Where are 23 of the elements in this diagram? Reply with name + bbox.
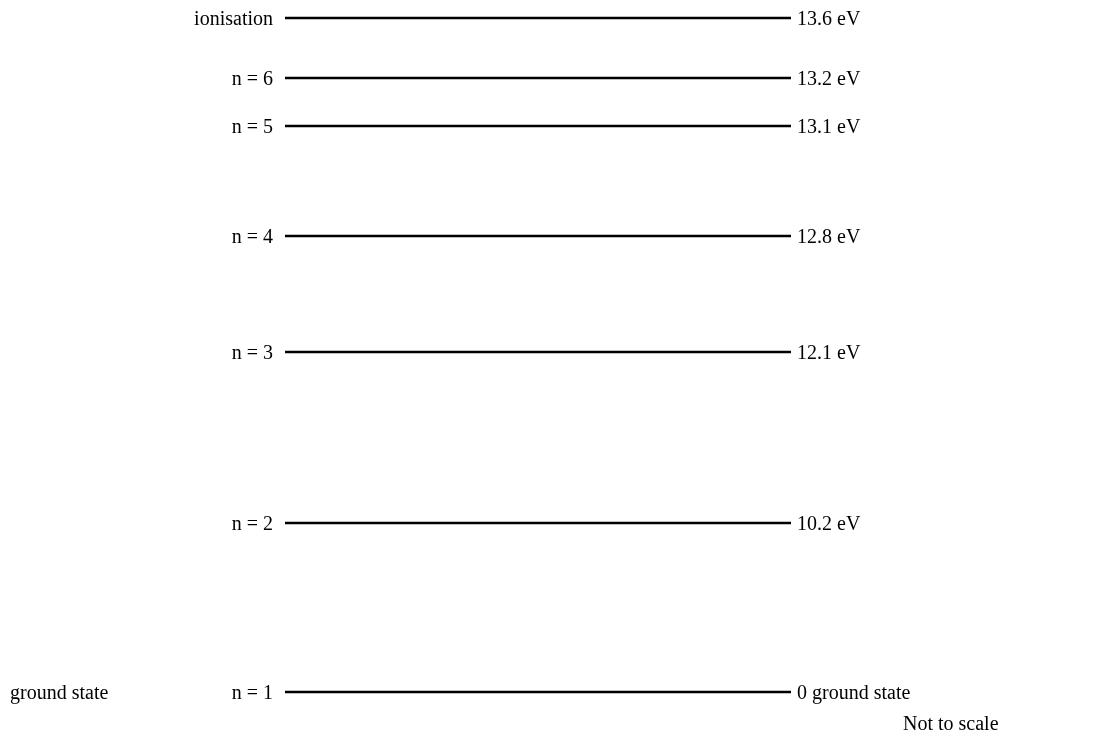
energy-level-line [285,350,791,354]
level-label: n = 5 [231,114,273,138]
energy-value: 0 ground state [797,680,911,704]
note: Not to scale [903,711,999,735]
level-label: n = 4 [231,224,273,248]
energy-level-line [285,16,791,20]
energy-value: 13.2 eV [797,66,861,90]
energy-value: 10.2 eV [797,511,861,535]
energy-value: 12.1 eV [797,340,861,364]
level-label: n = 2 [231,511,273,535]
energy-level-line [285,690,791,694]
energy-value: 13.1 eV [797,114,861,138]
level-label: n = 1 [231,680,273,704]
energy-level-line [285,76,791,80]
state-label: ground state [10,680,109,704]
level-label: n = 3 [231,340,273,364]
energy-level-line [285,124,791,128]
energy-value: 13.6 eV [797,6,861,30]
energy-level-line [285,234,791,238]
level-label: ionisation [194,6,273,30]
energy-level-line [285,521,791,525]
energy-value: 12.8 eV [797,224,861,248]
level-label: n = 6 [231,66,273,90]
